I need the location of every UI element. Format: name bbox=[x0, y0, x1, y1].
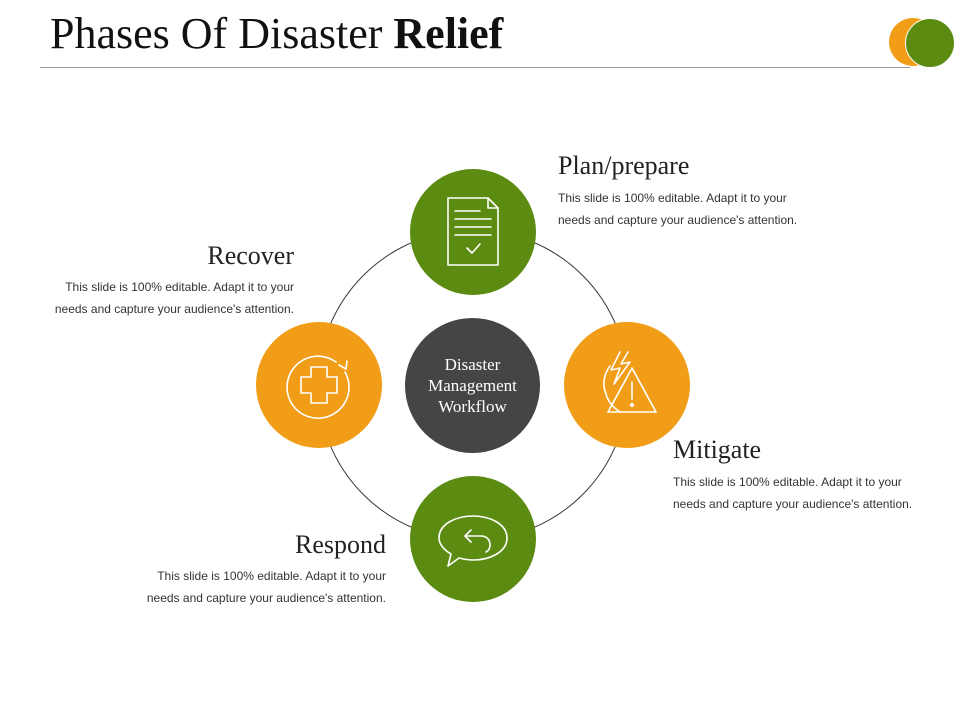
brand-logo bbox=[888, 18, 958, 70]
hazard-warning-icon bbox=[603, 351, 657, 413]
plan-desc-line-1: This slide is 100% editable. Adapt it to… bbox=[558, 191, 787, 205]
plan-title: Plan/prepare bbox=[558, 151, 690, 180]
plan-desc-line-2: needs and capture your audience's attent… bbox=[558, 213, 798, 227]
center-hub: Disaster Management Workflow bbox=[405, 318, 540, 453]
respond-desc-line-2: needs and capture your audience's attent… bbox=[146, 591, 386, 605]
document-check-icon bbox=[447, 197, 499, 266]
recover-title: Recover bbox=[207, 241, 294, 270]
medical-cross-icon bbox=[286, 355, 350, 420]
recover-desc-line-2: needs and capture your audience's attent… bbox=[54, 302, 294, 316]
center-label: Disaster Management Workflow bbox=[418, 354, 528, 417]
title-regular: Phases Of Disaster bbox=[50, 9, 383, 58]
mitigate-node bbox=[564, 322, 690, 448]
mitigate-title: Mitigate bbox=[673, 435, 762, 464]
logo-green-circle bbox=[905, 18, 955, 68]
respond-description: This slide is 100% editable. Adapt it to… bbox=[147, 565, 386, 609]
recover-description: This slide is 100% editable. Adapt it to… bbox=[55, 276, 294, 320]
respond-title: Respond bbox=[295, 530, 386, 559]
respond-node bbox=[410, 476, 536, 602]
mitigate-desc-line-1: This slide is 100% editable. Adapt it to… bbox=[673, 475, 902, 489]
recover-desc-line-1: This slide is 100% editable. Adapt it to… bbox=[65, 280, 294, 294]
plan-description: This slide is 100% editable. Adapt it to… bbox=[558, 187, 797, 231]
recover-node bbox=[256, 322, 382, 448]
reply-bubble-icon bbox=[438, 515, 508, 567]
title-bold: Relief bbox=[393, 9, 504, 58]
center-label-line-3: Workflow bbox=[438, 397, 507, 416]
center-label-line-1: Disaster bbox=[444, 355, 501, 374]
plan-node bbox=[410, 169, 536, 295]
slide-title: Phases Of Disaster Relief bbox=[50, 8, 503, 59]
center-label-line-2: Management bbox=[428, 376, 517, 395]
mitigate-description: This slide is 100% editable. Adapt it to… bbox=[673, 471, 912, 515]
mitigate-desc-line-2: needs and capture your audience's attent… bbox=[673, 497, 913, 511]
respond-desc-line-1: This slide is 100% editable. Adapt it to… bbox=[157, 569, 386, 583]
title-divider bbox=[40, 67, 910, 68]
